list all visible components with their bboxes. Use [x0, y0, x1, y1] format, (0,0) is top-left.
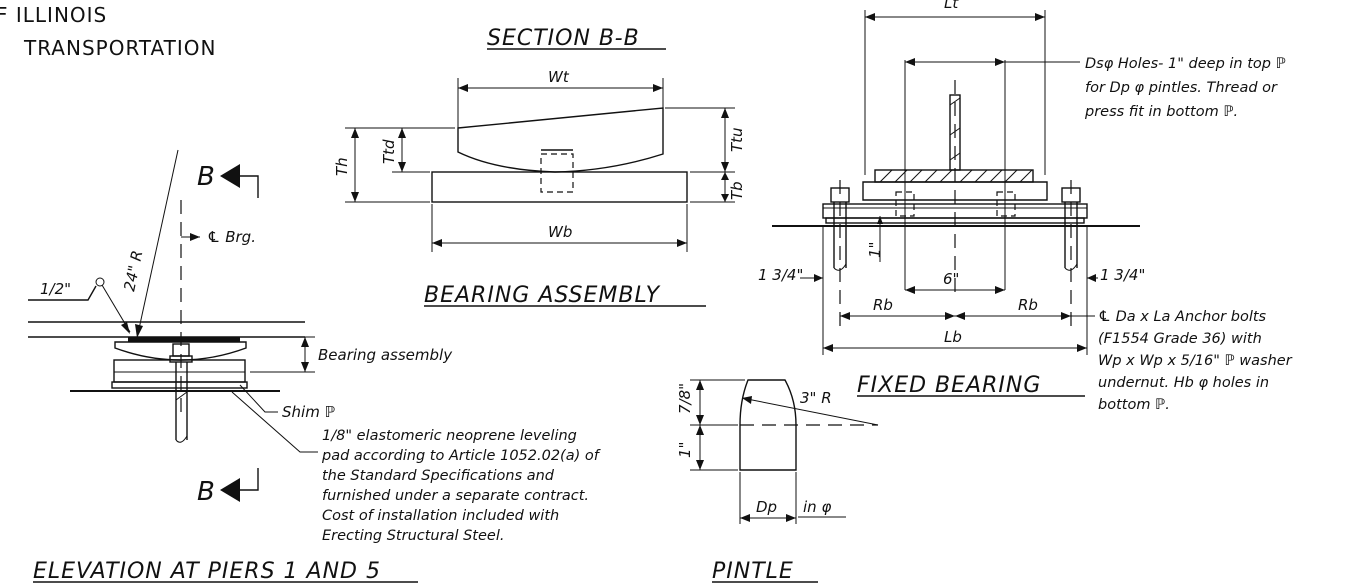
- anchor-note-3: Wp x Wp x 5/16" ℙ washer: [1098, 353, 1293, 369]
- fixed-bearing-view: Lt Dsφ Holes- 1" deep in top ℙ for Dp φ …: [758, 0, 1293, 413]
- pad-note-6: Erecting Structural Steel.: [322, 528, 504, 544]
- section-mark-bottom: B: [197, 477, 215, 507]
- section-view: SECTION B-B Wt Th Ttd Tt: [333, 26, 746, 308]
- pintle-radius-label: 3" R: [800, 389, 832, 407]
- bearing-assembly-label: Bearing assembly: [318, 346, 453, 364]
- lb-label: Lb: [944, 328, 962, 346]
- section-mark-top: B: [197, 162, 215, 192]
- elevation-title: ELEVATION AT PIERS 1 AND 5: [33, 559, 381, 584]
- section-arrow-bottom: [220, 478, 240, 502]
- fixed-bearing-title: FIXED BEARING: [857, 373, 1041, 398]
- header-line-1: F ILLINOIS: [0, 3, 107, 27]
- one-inch-label: 1": [866, 242, 884, 258]
- anchor-note-5: bottom ℙ.: [1098, 397, 1170, 413]
- radius-label: 24" R: [120, 249, 146, 293]
- rb-right-label: Rb: [1018, 296, 1038, 314]
- elevation-view: B B ℄ Brg. 24" R 1/2": [28, 149, 601, 584]
- pintle-title: PINTLE: [712, 559, 794, 584]
- pintle-view: 3" R 7/8" 1" Dp in φ PINTLE: [676, 379, 879, 584]
- pad-note-5: Cost of installation included with: [322, 508, 559, 524]
- anchor-note-1: ℄ Da x La Anchor bolts: [1098, 309, 1267, 325]
- anchor-note-2: (F1554 Grade 36) with: [1098, 331, 1262, 347]
- section-title: SECTION B-B: [487, 26, 640, 51]
- wt-label: Wt: [548, 68, 570, 86]
- pintle-unit-label: in φ: [803, 498, 831, 516]
- pintle-bottom-label: 1": [676, 442, 694, 458]
- section-arrow-top: [220, 164, 240, 188]
- ttd-label: Ttd: [380, 139, 398, 164]
- pad-note-4: furnished under a separate contract.: [322, 488, 589, 504]
- holes-note-1: Dsφ Holes- 1" deep in top ℙ: [1085, 56, 1286, 72]
- holes-note-3: press fit in bottom ℙ.: [1084, 104, 1238, 120]
- pintle-top-label: 7/8": [676, 383, 694, 414]
- pad-note-3: the Standard Specifications and: [322, 468, 555, 484]
- ttu-label: Ttu: [728, 127, 746, 152]
- th-label: Th: [333, 157, 351, 176]
- anchor-note-4: undernut. Hb φ holes in: [1098, 375, 1269, 391]
- edge-right-label: 1 3/4": [1100, 266, 1145, 284]
- shim-label: Shim ℙ: [282, 403, 335, 421]
- weld-size: 1/2": [40, 280, 71, 298]
- tb-label: Tb: [728, 181, 746, 200]
- pad-note-2: pad according to Article 1052.02(a) of: [321, 448, 601, 464]
- wb-label: Wb: [548, 223, 572, 241]
- pad-note-1: 1/8" elastomeric neoprene leveling: [322, 428, 577, 444]
- pintle-dp-label: Dp: [756, 498, 777, 516]
- six-inch-label: 6": [943, 270, 959, 288]
- header-line-2: TRANSPORTATION: [23, 36, 217, 60]
- lt-label: Lt: [944, 0, 959, 12]
- holes-note-2: for Dp φ pintles. Thread or: [1085, 80, 1278, 96]
- rb-left-label: Rb: [873, 296, 893, 314]
- centerline-label: ℄ Brg.: [207, 228, 256, 246]
- edge-left-label: 1 3/4": [758, 266, 803, 284]
- bearing-assembly-title: BEARING ASSEMBLY: [424, 283, 661, 308]
